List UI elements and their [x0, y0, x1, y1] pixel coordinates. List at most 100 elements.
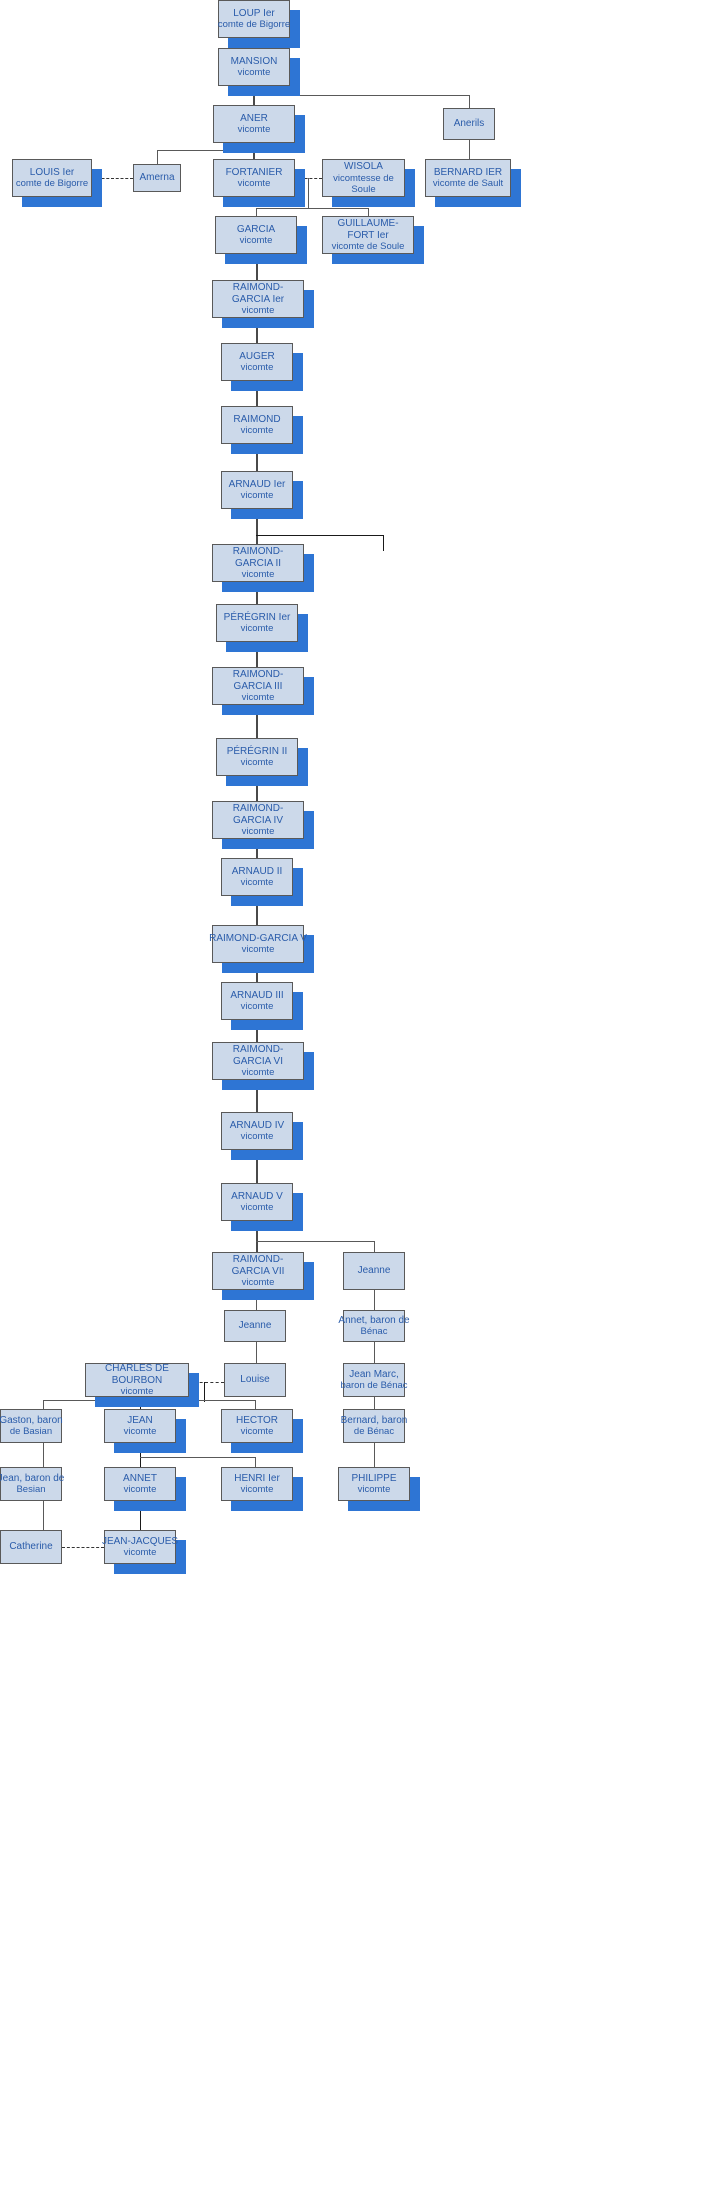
- node-name: ARNAUD IV: [229, 1119, 285, 1131]
- node-name: ANER: [240, 112, 268, 124]
- node-subtitle: vicomte: [240, 1202, 274, 1214]
- node-subtitle: vicomte: [241, 692, 275, 703]
- node-anerils[interactable]: Anerils: [443, 108, 495, 140]
- node-box[interactable]: Louise: [224, 1363, 286, 1397]
- node-amerna[interactable]: Amerna: [133, 164, 181, 192]
- node-subtitle: vicomte de Sault: [432, 178, 504, 190]
- connector-jean-annet: [140, 1443, 141, 1467]
- node-box[interactable]: Jeanne: [343, 1252, 405, 1290]
- node-box[interactable]: Jeanne: [224, 1310, 286, 1342]
- node-subtitle: vicomte: [120, 1386, 154, 1397]
- node-box[interactable]: Anerils: [443, 108, 495, 140]
- node-box[interactable]: Catherine: [0, 1530, 62, 1564]
- connector-arnaud5-jeanne2-h: [256, 1241, 374, 1242]
- node-name: Bernard, baron: [340, 1414, 408, 1426]
- node-catherine[interactable]: Catherine: [0, 1530, 62, 1564]
- node-name: RAIMOND-GARCIA VI: [232, 1044, 284, 1067]
- node-louise[interactable]: Louise: [224, 1363, 286, 1397]
- node-jeanmarc[interactable]: Jean Marc,baron de Bénac: [340, 1363, 408, 1397]
- node-jeanne2[interactable]: Jeanne: [343, 1252, 405, 1290]
- node-subtitle: vicomte: [240, 877, 274, 889]
- connector-rg6-arnaud4: [256, 1080, 258, 1112]
- node-name: RAIMOND-GARCIA VII: [231, 1254, 285, 1277]
- node-jeanne1[interactable]: Jeanne: [224, 1310, 286, 1342]
- node-box[interactable]: Jean Marc,baron de Bénac: [340, 1363, 408, 1397]
- node-box[interactable]: Amerna: [133, 164, 181, 192]
- connector-peregrin1-rg3: [256, 642, 258, 667]
